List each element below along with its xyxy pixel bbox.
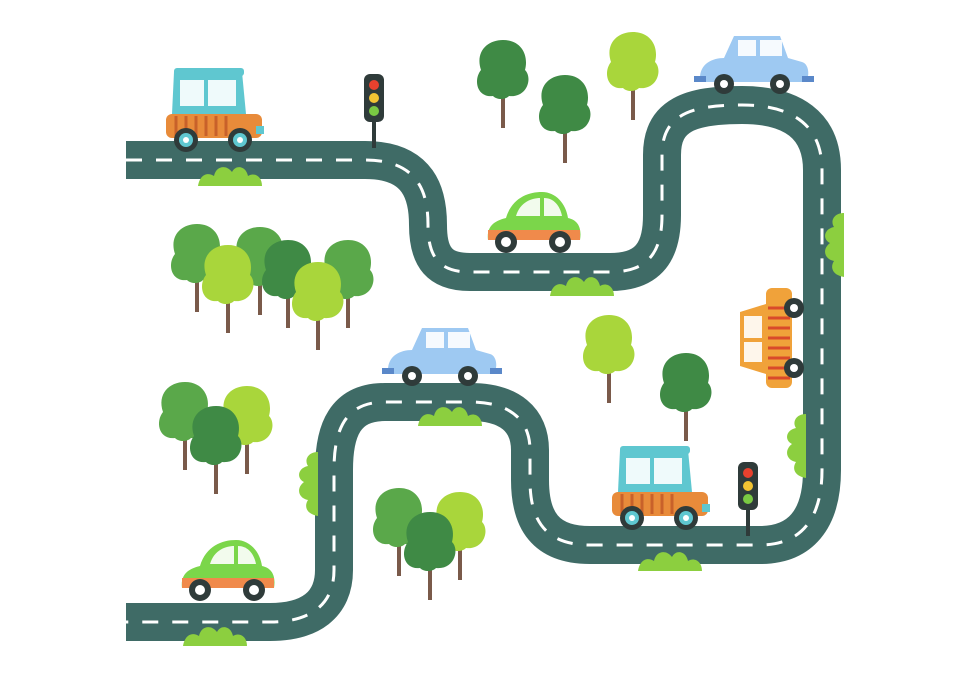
tree-icon	[190, 406, 242, 494]
car-teal-woody	[164, 66, 266, 154]
car-blue-sedan-2	[382, 328, 502, 386]
tree-icon	[660, 353, 712, 441]
tree-icon	[583, 315, 635, 403]
tree-icon	[477, 40, 529, 128]
bush-icon	[787, 414, 806, 478]
road-lane-markings	[126, 103, 824, 624]
traffic-light-icon	[364, 74, 384, 148]
car-green-beetle-2	[181, 540, 275, 601]
tree-icon	[539, 75, 591, 163]
car-orange-wagon-vertical	[738, 286, 806, 390]
tree-icon	[607, 32, 659, 120]
car-green-beetle	[487, 192, 581, 253]
bush-icon	[299, 452, 318, 516]
traffic-light-icon	[738, 462, 758, 536]
tree-icon	[404, 512, 456, 600]
car-blue-sedan	[694, 36, 814, 94]
car-teal-woody-2	[610, 444, 712, 532]
tree-icon	[202, 245, 254, 333]
road	[126, 86, 841, 641]
tree-icon	[292, 262, 344, 350]
